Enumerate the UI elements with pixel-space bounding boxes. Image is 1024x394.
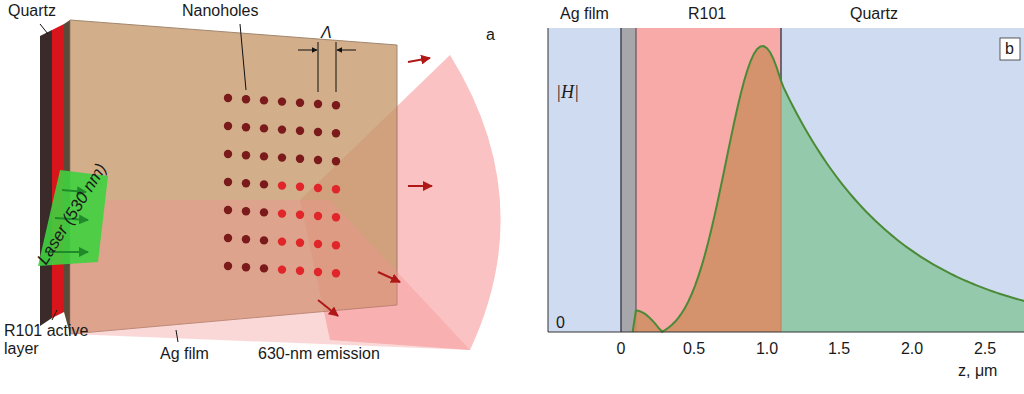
nanohole (224, 178, 232, 186)
nanohole (332, 241, 340, 249)
leader-line (240, 24, 246, 90)
nanohole (314, 268, 322, 276)
nanohole (332, 269, 340, 277)
nanohole (260, 180, 268, 188)
nanohole (278, 125, 286, 133)
nanohole (242, 263, 250, 271)
tick-label: 0.5 (683, 340, 705, 358)
nanohole (242, 235, 250, 243)
tick-label: 1.5 (828, 340, 850, 358)
region-label: R101 (688, 5, 726, 23)
nanohole (260, 96, 268, 104)
nanohole (242, 151, 250, 159)
nanohole (296, 183, 304, 191)
part-label: Nanoholes (182, 2, 259, 20)
tick-label: 2.5 (974, 340, 996, 358)
nanohole (314, 128, 322, 136)
nanohole (314, 184, 322, 192)
leader-line (52, 310, 57, 320)
nanohole (296, 127, 304, 135)
tick-label: 0 (556, 314, 565, 332)
axis-label: |H| (556, 82, 579, 103)
tick-label: 1.0 (756, 340, 778, 358)
quartz-plate (40, 30, 52, 326)
nanohole (296, 155, 304, 163)
nanohole (260, 264, 268, 272)
part-label: Quartz (8, 2, 56, 20)
nanohole (278, 181, 286, 189)
nanohole-array (224, 94, 340, 278)
nanohole (224, 262, 232, 270)
beam-label: 630-nm emission (258, 345, 380, 363)
nanohole (314, 100, 322, 108)
ag-region (621, 28, 636, 332)
panel-badge (1000, 38, 1020, 60)
dimension-label: Λ (321, 24, 332, 42)
field-fill (633, 46, 782, 332)
nanohole (278, 97, 286, 105)
nanohole (224, 206, 232, 214)
field-fill (781, 82, 1024, 332)
nanohole (314, 240, 322, 248)
nanohole (242, 179, 250, 187)
nanohole (278, 265, 286, 273)
nanohole (314, 212, 322, 220)
region-label: Quartz (850, 5, 898, 23)
leader-line (40, 24, 48, 34)
tick-label: 0 (617, 340, 626, 358)
region-border (620, 28, 622, 332)
nanohole (278, 153, 286, 161)
dimension-arrow (337, 50, 356, 51)
nanohole (332, 185, 340, 193)
nanohole (224, 122, 232, 130)
nanohole (224, 150, 232, 158)
field-plot (548, 28, 1024, 332)
nanohole (260, 236, 268, 244)
dimension-line (336, 42, 337, 92)
field-curve (633, 46, 1024, 332)
nanohole (332, 213, 340, 221)
nanohole (224, 94, 232, 102)
nanohole (278, 209, 286, 217)
nanohole (332, 101, 340, 109)
nanohole (224, 234, 232, 242)
part-label: R101 active layer (4, 322, 100, 359)
nanohole (296, 267, 304, 275)
field-line (633, 46, 1024, 332)
emission-arrow (408, 58, 430, 62)
nanohole (260, 152, 268, 160)
emission-arrow (408, 185, 432, 187)
emission-arrow (378, 272, 400, 282)
nanohole (314, 156, 322, 164)
leader-line (176, 330, 178, 342)
nanohole (296, 99, 304, 107)
nanohole (332, 157, 340, 165)
tick-label: 2.0 (901, 340, 923, 358)
axis-label: z, μm (958, 362, 997, 380)
region-label: Ag film (560, 5, 609, 23)
axis-line (548, 28, 549, 332)
nanohole (242, 123, 250, 131)
panel-letter: b (1005, 40, 1014, 58)
dimension-arrow (298, 50, 317, 51)
region-border (636, 28, 637, 332)
emission-arrow (318, 300, 338, 316)
nanohole (296, 239, 304, 247)
nanohole (242, 95, 250, 103)
panel-letter: a (486, 26, 495, 44)
dimension-line (318, 42, 319, 92)
nanohole (278, 237, 286, 245)
nanohole (332, 129, 340, 137)
nanohole (242, 207, 250, 215)
nanohole (296, 211, 304, 219)
nanohole (260, 124, 268, 132)
device-illustration (38, 20, 501, 350)
axis-line (548, 332, 1024, 333)
part-label: Ag film (160, 345, 209, 363)
nanohole (260, 208, 268, 216)
emission-glow (70, 200, 470, 350)
